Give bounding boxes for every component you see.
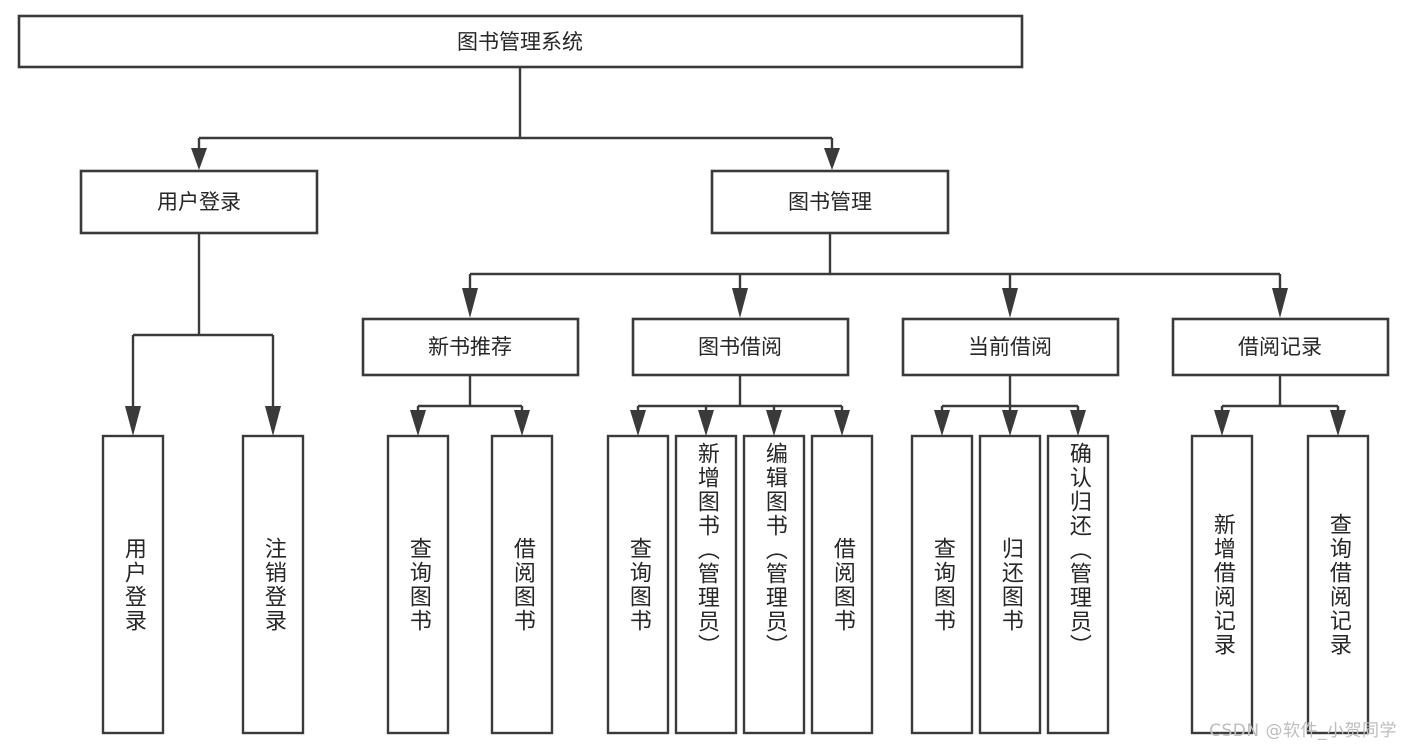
user-login-box[interactable] bbox=[79, 169, 319, 235]
connector-bookmanage-to-level3 bbox=[462, 233, 1288, 318]
connector-userlogin-to-leaves bbox=[125, 233, 281, 436]
current-borrow-box[interactable] bbox=[901, 317, 1120, 377]
node-new-book-recommend[interactable]: 新书推荐 bbox=[361, 317, 580, 377]
book-manage-label: 图书管理 bbox=[788, 190, 872, 214]
book-borrow-label: 图书借阅 bbox=[698, 335, 782, 359]
arrow-to-leaf-query-record bbox=[1330, 410, 1346, 436]
leaf-box-query-book-3[interactable] bbox=[910, 434, 974, 735]
arrow-to-borrow-record bbox=[1272, 288, 1288, 318]
leaf-box-return-book[interactable] bbox=[978, 434, 1042, 735]
leaf-box-query-record[interactable] bbox=[1306, 434, 1370, 735]
node-user-login[interactable]: 用户登录 bbox=[79, 169, 319, 235]
connector-currentborrow-to-leaves bbox=[934, 375, 1086, 436]
leaf-box-add-book[interactable] bbox=[674, 434, 738, 735]
connector-borrowrecord-to-leaves bbox=[1214, 375, 1346, 436]
arrow-to-leaf-borrow-book-1 bbox=[514, 410, 530, 436]
user-login-label: 用户登录 bbox=[157, 190, 241, 214]
borrow-record-label: 借阅记录 bbox=[1238, 335, 1322, 359]
root-box[interactable] bbox=[17, 14, 1024, 69]
arrow-to-leaf-add-book bbox=[698, 410, 714, 436]
arrow-to-leaf-query-book-2 bbox=[630, 410, 646, 436]
arrow-to-leaf-user-login bbox=[125, 406, 141, 436]
leaf-box-borrow-book-1[interactable] bbox=[490, 434, 554, 735]
leaf-box-logout[interactable] bbox=[241, 434, 305, 735]
node-book-manage[interactable]: 图书管理 bbox=[710, 169, 950, 235]
leaf-box-borrow-book-2[interactable] bbox=[810, 434, 874, 735]
connector-root-to-level2 bbox=[191, 67, 840, 170]
connector-newbook-to-leaves bbox=[410, 375, 530, 436]
node-borrow-record[interactable]: 借阅记录 bbox=[1171, 317, 1390, 377]
arrow-to-current-borrow bbox=[1002, 288, 1018, 318]
current-borrow-label: 当前借阅 bbox=[968, 335, 1052, 359]
arrow-to-leaf-return-book bbox=[1002, 410, 1018, 436]
arrow-to-leaf-add-record bbox=[1214, 410, 1230, 436]
new-book-box[interactable] bbox=[361, 317, 580, 377]
connector-bookborrow-to-leaves bbox=[630, 375, 850, 436]
arrow-to-leaf-edit-book bbox=[766, 410, 782, 436]
root-label: 图书管理系统 bbox=[457, 30, 583, 54]
leaf-box-edit-book[interactable] bbox=[742, 434, 806, 735]
csdn-watermark: CSDN @软件_小贺同学 bbox=[1209, 721, 1397, 741]
leaf-box-add-record[interactable] bbox=[1190, 434, 1254, 735]
node-book-borrow[interactable]: 图书借阅 bbox=[631, 317, 850, 377]
arrow-to-new-book bbox=[462, 288, 478, 318]
arrow-to-leaf-logout bbox=[265, 406, 281, 436]
arrow-to-user-login bbox=[191, 148, 207, 170]
arrow-to-leaf-query-book-3 bbox=[934, 410, 950, 436]
leaf-box-query-book-1[interactable] bbox=[386, 434, 450, 735]
leaf-box-query-book-2[interactable] bbox=[606, 434, 670, 735]
arrow-to-borrow-book bbox=[732, 288, 748, 318]
leaf-box-confirm-return[interactable] bbox=[1046, 434, 1110, 735]
arrow-to-leaf-confirm-return bbox=[1070, 410, 1086, 436]
arrow-to-leaf-borrow-book-2 bbox=[834, 410, 850, 436]
arrow-to-book-manage bbox=[824, 148, 840, 170]
new-book-label: 新书推荐 bbox=[428, 335, 512, 359]
node-current-borrow[interactable]: 当前借阅 bbox=[901, 317, 1120, 377]
arrow-to-leaf-query-book-1 bbox=[410, 410, 426, 436]
node-root[interactable]: 图书管理系统 bbox=[17, 14, 1024, 69]
leaf-box-user-login[interactable] bbox=[101, 434, 165, 735]
